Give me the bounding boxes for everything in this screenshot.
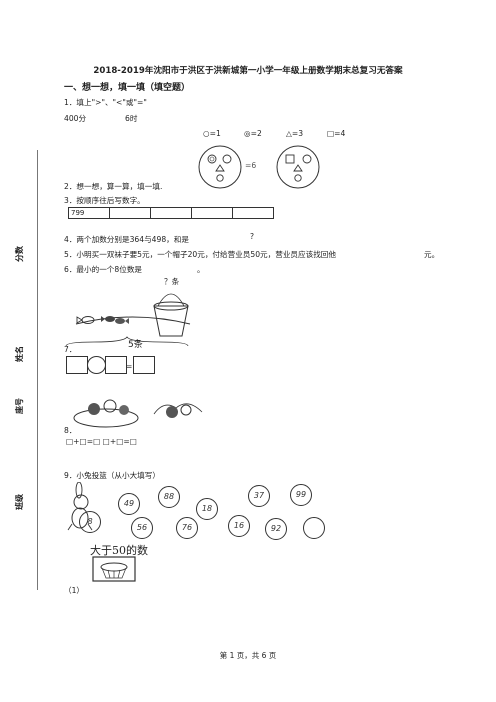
shape-equation-square: □=4 (327, 129, 346, 138)
q5-end: 元。 (424, 250, 440, 259)
basket-hoop-illustration (92, 556, 136, 582)
q1-right-value: 6时 (125, 114, 138, 123)
hoop-caption: 大于50的数 (90, 544, 148, 557)
sidebar-class-label: 班级 (15, 494, 24, 510)
question-1: 1．填上">"、"<"或"=" (64, 98, 147, 107)
sequence-blank-cell[interactable] (150, 207, 192, 219)
basketball (303, 517, 325, 539)
q1-left-value: 400分 (64, 114, 87, 123)
basketball-number: 37 (248, 485, 270, 507)
operator-circle[interactable] (87, 356, 106, 374)
q4-question-mark: ? (250, 232, 255, 241)
question-6: 6．最小的一个8位数是 (64, 265, 143, 274)
q6-end: 。 (197, 265, 205, 274)
question-3: 3．按顺序往后写数字。 (64, 196, 145, 205)
q8-equation-blanks: □+□=□ □+□=□ (66, 437, 137, 446)
sidebar-seat-label: 座号 (15, 398, 24, 414)
fish-bucket-illustration (75, 293, 191, 337)
sidebar-name-label: 姓名 (15, 346, 24, 362)
faces-equation: =6 (245, 161, 257, 170)
question-9: 9．小兔投篮（从小大填写） (64, 471, 160, 480)
faces-illustration (198, 145, 320, 189)
basketball-number: 49 (118, 493, 140, 515)
brace-label: 5条 (128, 340, 143, 350)
sequence-table: 799 (68, 207, 274, 219)
basketball-number: 92 (265, 518, 287, 540)
page-footer: 第 1 页，共 6 页 (219, 651, 277, 660)
sidebar-score-label: 分数 (15, 246, 24, 262)
equals-sign: = (126, 362, 133, 371)
answer-box[interactable] (133, 356, 155, 374)
basketball-number: 76 (176, 517, 198, 539)
basketball-number: 16 (228, 515, 250, 537)
answer-box[interactable] (105, 356, 127, 374)
brace-illustration (65, 336, 189, 347)
section-heading: 一、想一想，填一填（填空题） (64, 83, 191, 93)
sequence-blank-cell[interactable] (232, 207, 274, 219)
question-8: 8． (64, 426, 77, 435)
binding-line (37, 150, 38, 590)
animals-illustration (73, 399, 203, 428)
sequence-blank-cell[interactable] (109, 207, 151, 219)
document-title: 2018-2019年沈阳市于洪区于洪新城第一小学一年级上册数学期末总复习无答案 (93, 66, 403, 76)
basketball-number: 99 (290, 484, 312, 506)
question-2: 2．想一想，算一算，填一填. (64, 182, 163, 191)
question-7: 7． (64, 345, 77, 354)
basketball-number: 88 (158, 486, 180, 508)
question-5: 5．小明买一双袜子要5元，一个帽子20元，付给营业员50元，营业员应该找回他 (64, 250, 336, 259)
answer-box[interactable] (66, 356, 88, 374)
bucket-count-label: ？条 (164, 277, 180, 286)
sub-question-1: （1） (64, 586, 85, 595)
question-4: 4．两个加数分别是364与498，和是 (64, 235, 189, 244)
sequence-start-cell: 799 (68, 207, 110, 219)
shape-equation-circle: ○=1 (203, 129, 221, 138)
basketball-number: 18 (196, 498, 218, 520)
sequence-blank-cell[interactable] (191, 207, 233, 219)
shape-equation-triangle: △=3 (286, 129, 304, 138)
shape-equation-double-circle: ◎=2 (244, 129, 262, 138)
basketball-number: 56 (131, 517, 153, 539)
basketball-number: 8 (79, 511, 101, 533)
